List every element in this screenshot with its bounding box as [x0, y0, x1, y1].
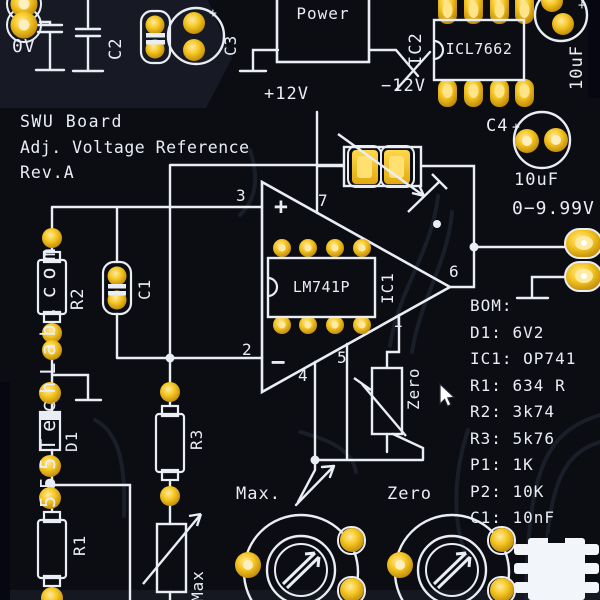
ic2-notch [433, 39, 445, 61]
cap-symbol-a [34, 20, 66, 72]
pin2-label: 2 [242, 340, 253, 359]
max-symbol-label: Max [188, 570, 207, 600]
bom-item-p1: P1: 1K [470, 455, 534, 474]
bom-item-ic1: IC1: OP741 [470, 349, 577, 368]
bom-item-d1: D1: 6V2 [470, 323, 545, 342]
ic1-notch [267, 276, 279, 298]
zero-pot-label: Zero [387, 484, 432, 504]
zero-symbol-label: Zero [404, 367, 423, 410]
ic1-ref-label: IC1 [378, 272, 397, 304]
board-subtitle: Adj. Voltage Reference [20, 138, 250, 157]
website-label: 555TechLab.com [36, 241, 60, 508]
max-pot-label: Max. [236, 484, 281, 504]
feedback-rail [168, 163, 346, 600]
board-revision: Rev.A [20, 163, 75, 182]
pin1-label: 1 [393, 312, 404, 331]
ic2-cap-polarity-mark: + [578, 0, 587, 13]
c2-footprint [139, 9, 172, 65]
zero-pot [387, 513, 516, 600]
power-box [275, 0, 371, 64]
c3-label: C3 [221, 34, 240, 56]
via [46, 480, 54, 488]
bom-item-r1: R1: 634 R [470, 376, 566, 395]
minus12-wire [367, 48, 432, 92]
d1-label: D1 [62, 430, 81, 452]
c1-label: C1 [135, 278, 154, 300]
c4-value-label: 10uF [514, 170, 559, 190]
max-trimmer-symbol [142, 512, 203, 594]
r3-label: R3 [187, 428, 206, 450]
ic2-cap-footprint [533, 0, 589, 43]
ic2-cap-value-label: 10uF [567, 45, 587, 90]
ic2-footprint [432, 0, 534, 107]
bom-heading: BOM: [470, 296, 513, 315]
c1-footprint [101, 260, 133, 316]
p2-adjust-tee [407, 173, 448, 213]
ic2-ref-label: IC2 [406, 32, 426, 66]
opamp-minus-sign: − [271, 348, 287, 376]
silkscreen-wires [34, 0, 569, 600]
ic2-part-label: ICL7662 [445, 40, 513, 58]
soic-footprint [514, 534, 599, 600]
c2-label: C2 [106, 37, 126, 60]
junctions [46, 220, 479, 488]
pin4-net [313, 360, 425, 462]
pin7-label: 7 [318, 191, 329, 210]
pin5-label: 5 [337, 348, 348, 367]
c3-footprint [166, 6, 226, 66]
d1-footprint [38, 382, 62, 509]
r3-footprint [154, 382, 186, 506]
cap-symbol-b [71, 0, 105, 73]
opamp-symbol [260, 179, 453, 395]
r1-label: R1 [70, 534, 89, 556]
r2-label: R2 [68, 287, 88, 310]
via [433, 220, 441, 228]
divider-gnd [50, 373, 103, 402]
bom-item-c1: C1: 10nF [470, 508, 556, 527]
r1-footprint [36, 510, 68, 600]
max-pot [235, 513, 366, 600]
supply-pads [6, 0, 42, 43]
output-gnd [515, 275, 569, 300]
power-gnd [238, 48, 280, 73]
c3-polarity-mark: + [209, 6, 218, 21]
plus12v-label: +12V [264, 84, 309, 104]
soic-notch [548, 534, 565, 543]
output-connector-pads [564, 228, 600, 292]
pin3-label: 3 [236, 186, 247, 205]
p2-trimmer [317, 133, 448, 213]
label-0v: 0V [12, 36, 36, 57]
copper-traces [93, 148, 600, 600]
d1-cathode-band [40, 412, 60, 420]
opamp-plus-sign: + [274, 194, 289, 220]
p2-arrow [337, 133, 426, 198]
c4-polarity-mark: + [512, 120, 521, 135]
max-pot-arrow [294, 464, 336, 507]
pin4-label: 4 [298, 366, 309, 385]
pin6-label: 6 [449, 262, 460, 281]
board-title: SWU Board [20, 112, 123, 131]
ic1-part-label: LM741P [292, 278, 351, 296]
c4-label: C4 [486, 116, 509, 136]
pin1-wire [385, 313, 401, 370]
c4-footprint [512, 110, 572, 170]
p2-out-wire [419, 164, 476, 289]
mouse-cursor [439, 382, 456, 408]
bom-item-r3: R3: 5k76 [470, 429, 556, 448]
p1-trimmer-symbol [353, 366, 407, 437]
power-label: Power [296, 4, 350, 23]
ic1-footprint [266, 239, 377, 334]
bom-item-r2: R2: 3k74 [470, 402, 556, 421]
r2-footprint [36, 228, 68, 360]
r1-branch [48, 483, 132, 600]
output-range-label: 0−9.99V [512, 198, 595, 219]
bom-item-p2: P2: 10K [470, 482, 545, 501]
minus12v-label: −12V [381, 76, 426, 96]
